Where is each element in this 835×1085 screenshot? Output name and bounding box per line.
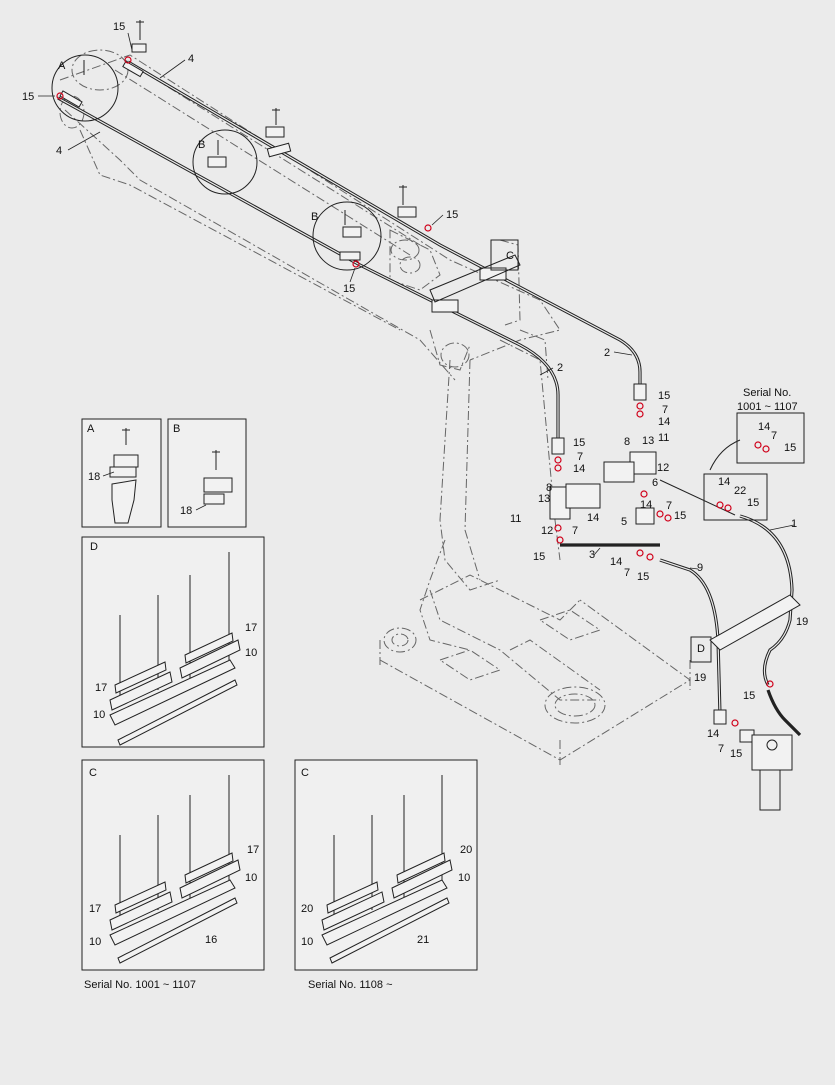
inset-c-left-callout-10a: 10 bbox=[245, 872, 257, 884]
inset-d: D 17 10 17 10 bbox=[81, 536, 265, 748]
detail-letter-c: C bbox=[506, 250, 514, 262]
callout-15h: 15 bbox=[533, 551, 545, 563]
inset-c-left-callout-10b: 10 bbox=[89, 936, 101, 948]
callout-2a: 2 bbox=[604, 347, 610, 359]
inset-b: B 18 bbox=[167, 418, 247, 528]
callout-2b: 2 bbox=[557, 362, 563, 374]
callout-7b: 7 bbox=[577, 451, 583, 463]
callout-7a: 7 bbox=[662, 404, 668, 416]
hose-lines bbox=[57, 60, 802, 737]
base-frame bbox=[379, 574, 691, 765]
inset-c-left: C 17 10 17 10 16 bbox=[81, 759, 265, 971]
inset-b-callout-18: 18 bbox=[180, 505, 192, 517]
callout-15m: 15 bbox=[730, 748, 742, 760]
serial-inset: Serial No. 1001 ~ 1107 bbox=[703, 387, 805, 521]
callout-14d: 14 bbox=[640, 499, 652, 511]
leader-lines bbox=[38, 32, 795, 570]
callout-3: 3 bbox=[589, 549, 595, 561]
inset-d-callout-10a: 10 bbox=[245, 647, 257, 659]
callout-11a: 11 bbox=[658, 432, 669, 444]
callout-1: 1 bbox=[791, 518, 797, 530]
detail-circles: A B B C D bbox=[51, 54, 712, 663]
callout-22: 22 bbox=[734, 485, 746, 497]
callout-14c: 14 bbox=[587, 512, 599, 524]
inset-c-left-callout-16: 16 bbox=[205, 934, 217, 946]
inset-c-left-callout-17a: 17 bbox=[247, 844, 259, 856]
detail-letter-b1: B bbox=[198, 139, 205, 151]
inset-a-letter: A bbox=[87, 423, 95, 435]
inset-c-left-letter: C bbox=[89, 767, 97, 779]
callout-19b: 19 bbox=[694, 672, 706, 684]
callout-15k: 15 bbox=[747, 497, 759, 509]
callout-15d: 15 bbox=[343, 283, 355, 295]
callout-7g: 7 bbox=[718, 743, 724, 755]
callout-14h: 14 bbox=[707, 728, 719, 740]
detail-letter-a: A bbox=[58, 60, 66, 72]
callout-15a: 15 bbox=[113, 21, 125, 33]
callout-7c: 7 bbox=[572, 525, 578, 537]
callout-14a: 14 bbox=[658, 416, 670, 428]
pipe-bracket bbox=[709, 594, 801, 811]
callout-15j: 15 bbox=[784, 442, 796, 454]
callout-15g: 15 bbox=[674, 510, 686, 522]
callout-14f: 14 bbox=[758, 421, 770, 433]
callout-7f: 7 bbox=[771, 430, 777, 442]
inset-b-letter: B bbox=[173, 423, 180, 435]
inset-d-callout-17b: 17 bbox=[95, 682, 107, 694]
callout-13a: 13 bbox=[642, 435, 654, 447]
callout-6: 6 bbox=[652, 477, 658, 489]
fittings-cluster bbox=[56, 56, 774, 743]
callout-7d: 7 bbox=[666, 500, 672, 512]
serial-header-line2: 1001 ~ 1107 bbox=[737, 401, 798, 413]
callout-4b: 4 bbox=[56, 145, 62, 157]
detail-letter-d: D bbox=[697, 643, 705, 655]
inset-d-callout-17a: 17 bbox=[245, 622, 257, 634]
callout-15e: 15 bbox=[658, 390, 670, 402]
callout-8a: 8 bbox=[624, 436, 630, 448]
callout-labels: 15 15 4 4 15 15 2 2 15 7 14 8 13 11 12 1… bbox=[22, 21, 808, 760]
inset-c-right-callout-21: 21 bbox=[417, 934, 429, 946]
inset-c-right-callout-10a: 10 bbox=[458, 872, 470, 884]
serial-header-line1: Serial No. bbox=[743, 387, 791, 399]
inset-d-letter: D bbox=[90, 541, 98, 553]
caption-serial-left: Serial No. 1001 ~ 1107 bbox=[84, 979, 196, 991]
inset-c-right-letter: C bbox=[301, 767, 309, 779]
callout-14g: 14 bbox=[718, 476, 730, 488]
detail-letter-b2: B bbox=[311, 211, 318, 223]
callout-14e: 14 bbox=[610, 556, 622, 568]
inset-a-callout-18: 18 bbox=[88, 471, 100, 483]
callout-15c: 15 bbox=[446, 209, 458, 221]
inset-a: A 18 bbox=[81, 418, 162, 528]
callout-8b: 8 bbox=[546, 482, 552, 494]
inset-c-right-callout-10b: 10 bbox=[301, 936, 313, 948]
callout-14b: 14 bbox=[573, 463, 585, 475]
callout-4a: 4 bbox=[188, 53, 194, 65]
callout-15i: 15 bbox=[637, 571, 649, 583]
callout-15b: 15 bbox=[22, 91, 34, 103]
callout-5: 5 bbox=[621, 516, 627, 528]
caption-serial-right: Serial No. 1108 ~ bbox=[308, 979, 393, 991]
inset-c-left-callout-17b: 17 bbox=[89, 903, 101, 915]
callout-15f: 15 bbox=[573, 437, 585, 449]
callout-12b: 12 bbox=[541, 525, 553, 537]
inset-c-right: C 20 10 20 10 21 bbox=[294, 759, 478, 971]
callout-12a: 12 bbox=[657, 462, 669, 474]
inset-c-right-callout-20b: 20 bbox=[301, 903, 313, 915]
inset-d-callout-10b: 10 bbox=[93, 709, 105, 721]
boom-clamps bbox=[59, 20, 521, 313]
inset-c-right-callout-20a: 20 bbox=[460, 844, 472, 856]
callout-15l: 15 bbox=[743, 690, 755, 702]
callout-7e: 7 bbox=[624, 567, 630, 579]
callout-19a: 19 bbox=[796, 616, 808, 628]
callout-11b: 11 bbox=[510, 513, 521, 525]
callout-13b: 13 bbox=[538, 493, 550, 505]
callout-9: 9 bbox=[697, 562, 703, 574]
